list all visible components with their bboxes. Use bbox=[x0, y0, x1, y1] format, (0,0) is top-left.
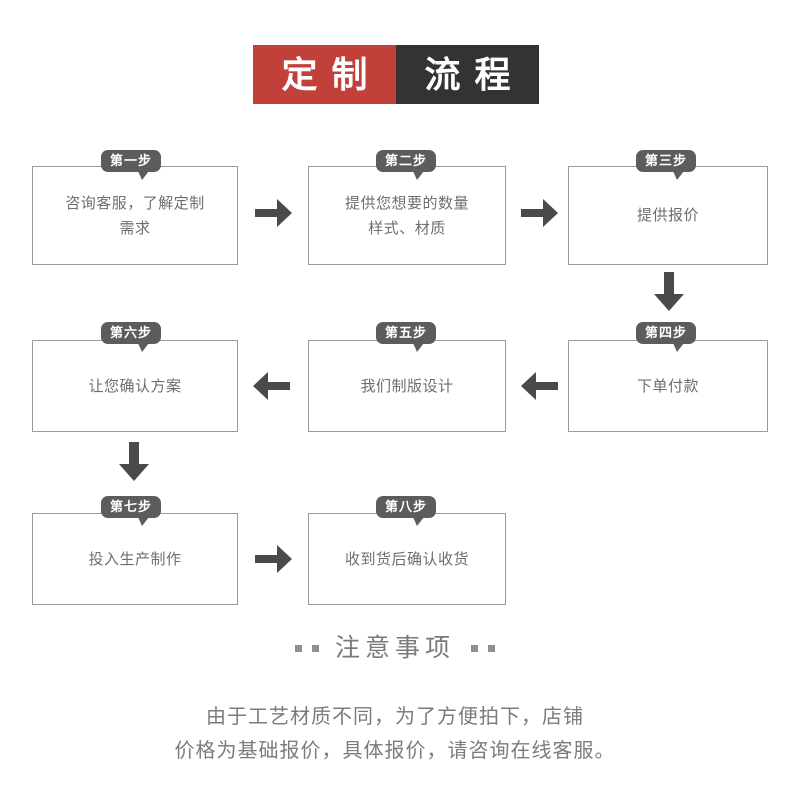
arrow-step3-to-step4 bbox=[652, 272, 686, 312]
step-text-3: 提供报价 bbox=[636, 207, 699, 224]
step-badge-5: 第五步 bbox=[376, 322, 437, 352]
step-text-4: 下单付款 bbox=[636, 377, 699, 395]
step-text-6: 让您确认方案 bbox=[88, 377, 182, 395]
step-badge-1: 第一步 bbox=[101, 150, 162, 180]
arrow-step5-to-step6 bbox=[253, 369, 291, 403]
step-text-5: 我们制版设计 bbox=[360, 377, 454, 395]
notice-title: 注意事项 bbox=[334, 634, 455, 662]
arrow-step6-to-step7 bbox=[117, 442, 151, 482]
notice-dots-left bbox=[294, 645, 319, 652]
arrow-step7-to-step8 bbox=[255, 542, 293, 576]
title-char-2: 制 bbox=[331, 53, 368, 95]
step-badge-8: 第八步 bbox=[376, 496, 437, 526]
step-box-4[interactable]: 下单付款 bbox=[568, 340, 768, 432]
step-box-8[interactable]: 收到货后确认收货 bbox=[308, 513, 506, 605]
square-dot-icon bbox=[294, 645, 302, 652]
step-badge-2: 第二步 bbox=[376, 150, 437, 180]
square-dot-icon bbox=[471, 645, 478, 652]
arrow-step2-to-step3 bbox=[521, 196, 559, 230]
step-text-1: 咨询客服，了解定制 需求 bbox=[65, 194, 205, 237]
title-char-1: 定 bbox=[281, 53, 318, 95]
step-box-2[interactable]: 提供您想要的数量 样式、材质 bbox=[308, 166, 506, 265]
title-char-4: 程 bbox=[474, 53, 511, 95]
square-dot-icon bbox=[488, 645, 495, 652]
arrow-step4-to-step5 bbox=[521, 369, 559, 403]
step-badge-6: 第六步 bbox=[101, 322, 162, 352]
step-box-7[interactable]: 投入生产制作 bbox=[32, 513, 238, 605]
square-dot-icon bbox=[311, 645, 319, 652]
title-char-3: 流 bbox=[424, 53, 461, 95]
notice-dots-right bbox=[471, 645, 495, 652]
step-box-6[interactable]: 让您确认方案 bbox=[32, 340, 238, 432]
step-text-7: 投入生产制作 bbox=[88, 550, 182, 568]
step-badge-7: 第七步 bbox=[101, 496, 162, 526]
title-banner-right-half: 流 程 bbox=[396, 45, 539, 104]
step-text-2: 提供您想要的数量 样式、材质 bbox=[344, 194, 469, 237]
page-title-banner: 定 制 流 程 bbox=[253, 45, 539, 104]
step-box-5[interactable]: 我们制版设计 bbox=[308, 340, 506, 432]
notice-heading: 注意事项 bbox=[0, 636, 790, 661]
step-text-8: 收到货后确认收货 bbox=[344, 550, 469, 568]
step-badge-4: 第四步 bbox=[636, 322, 697, 352]
arrow-step1-to-step2 bbox=[255, 196, 293, 230]
step-box-1[interactable]: 咨询客服，了解定制 需求 bbox=[32, 166, 238, 265]
notice-body-text: 由于工艺材质不同，为了方便拍下，店铺 价格为基础报价，具体报价，请咨询在线客服。 bbox=[174, 706, 616, 762]
step-badge-3: 第三步 bbox=[636, 150, 697, 180]
title-banner-left-half: 定 制 bbox=[253, 45, 396, 104]
step-box-3[interactable]: 提供报价 bbox=[568, 166, 768, 265]
